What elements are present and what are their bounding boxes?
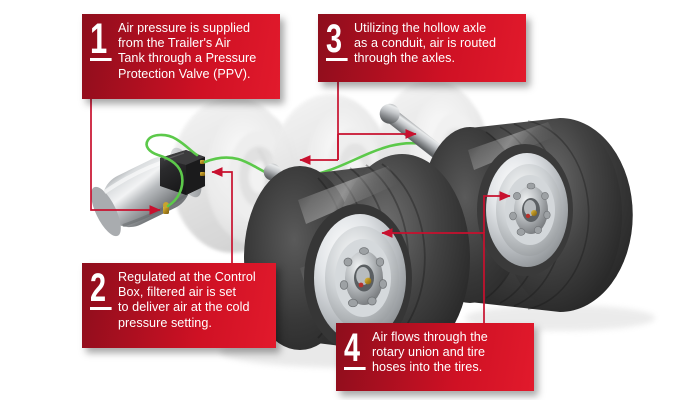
callout-3-number: 3 [326,19,348,61]
leader-1 [90,99,161,215]
wheel-front [244,154,470,362]
callout-2-number: 2 [90,268,112,310]
callout-1[interactable]: 1 Air pressure is supplied from the Trai… [82,14,280,99]
callout-2[interactable]: 2 Regulated at the Control Box, filtered… [82,263,276,348]
callout-4[interactable]: 4 Air flows through the rotary union and… [336,323,534,391]
leader-lines [90,82,511,323]
rotary-union-front [304,204,412,352]
callout-3[interactable]: 3 Utilizing the hollow axle as a conduit… [318,14,526,82]
leader-4-rear [483,191,511,233]
callout-4-number: 4 [344,328,366,370]
rotary-union-rear [477,144,573,276]
callout-1-number: 1 [90,18,112,61]
callout-1-text: Air pressure is supplied from the Traile… [118,21,257,81]
callout-3-text: Utilizing the hollow axle as a conduit, … [354,21,497,66]
callout-2-text: Regulated at the Control Box, filtered a… [118,270,256,330]
callout-4-text: Air flows through the rotary union and t… [372,330,488,375]
wheel-rear [420,118,633,312]
leader-2 [211,167,233,263]
ppv-valve [163,202,169,214]
